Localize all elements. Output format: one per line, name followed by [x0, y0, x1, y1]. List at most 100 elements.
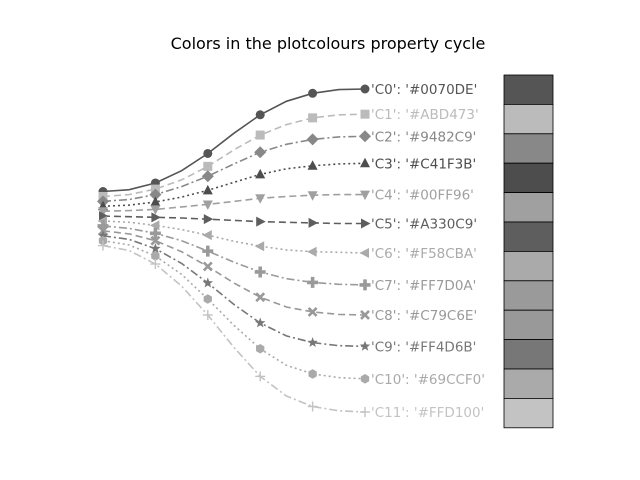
series-3-marker-4 — [202, 184, 213, 195]
series-markers — [97, 84, 371, 417]
series-line-0 — [102, 88, 366, 193]
series-11-marker-4 — [202, 309, 213, 320]
series-5-marker-2 — [151, 212, 161, 223]
series-9-marker-10 — [359, 340, 371, 351]
color-swatch-8 — [503, 309, 554, 341]
series-line-3 — [102, 162, 366, 208]
series-line-8 — [102, 230, 366, 316]
series-7-marker-6 — [254, 266, 266, 278]
series-6-marker-10 — [359, 247, 369, 258]
series-5-marker-8 — [308, 217, 319, 228]
color-swatch-0 — [503, 74, 554, 105]
series-2-marker-8 — [306, 133, 319, 146]
color-swatch-3 — [503, 162, 554, 193]
color-swatch-11 — [503, 397, 554, 429]
series-label-10: 'C10': '#69CCF0' — [371, 372, 485, 388]
series-9-marker-2 — [150, 243, 161, 254]
series-8-marker-4 — [202, 261, 213, 272]
series-10-marker-8 — [308, 369, 317, 379]
series-4-marker-10 — [360, 190, 370, 201]
series-1-marker-8 — [308, 113, 318, 123]
series-5-marker-4 — [203, 214, 214, 225]
series-3-marker-10 — [360, 157, 370, 168]
series-line-11 — [102, 244, 366, 413]
series-line-5 — [102, 215, 365, 225]
color-swatch-9 — [503, 339, 554, 370]
series-label-9: 'C9': '#FF4D6B' — [371, 339, 476, 355]
series-2-marker-10 — [359, 130, 371, 143]
series-5-marker-0 — [99, 211, 109, 222]
color-swatch-5 — [503, 221, 554, 252]
series-10-marker-6 — [256, 343, 265, 354]
series-4-marker-8 — [307, 191, 318, 201]
series-0-marker-10 — [360, 84, 370, 94]
series-11-marker-0 — [98, 240, 108, 251]
series-7-marker-2 — [149, 227, 161, 239]
series-label-3: 'C3': '#C41F3B' — [371, 156, 476, 172]
series-1-marker-10 — [360, 109, 370, 119]
series-10-marker-2 — [151, 251, 160, 261]
series-10-marker-4 — [203, 294, 212, 304]
color-swatch-2 — [503, 133, 554, 164]
series-2-marker-4 — [201, 170, 214, 183]
series-11-marker-8 — [307, 401, 318, 412]
series-label-2: 'C2': '#9482C9' — [371, 129, 476, 145]
series-6-marker-6 — [254, 241, 265, 252]
series-line-7 — [102, 225, 366, 286]
color-swatch-10 — [503, 368, 554, 399]
series-line-2 — [102, 135, 366, 203]
series-2-marker-2 — [149, 188, 162, 201]
series-4-marker-0 — [98, 207, 108, 217]
series-8-marker-2 — [150, 235, 161, 246]
series-labels: 'C0': '#0070DE' 'C1': '#ABD473' 'C2': '#94… — [371, 82, 485, 421]
series-label-5: 'C5': '#A330C9' — [371, 217, 477, 233]
series-7-marker-4 — [202, 245, 214, 257]
color-swatch-7 — [503, 280, 554, 311]
series-label-6: 'C6': '#F58CBA' — [371, 246, 477, 262]
series-9-marker-0 — [97, 230, 109, 241]
series-9-marker-8 — [307, 337, 318, 348]
series-label-8: 'C8': '#C79C6E' — [371, 308, 477, 324]
series-10-marker-10 — [360, 374, 370, 384]
series-4-marker-6 — [255, 194, 266, 204]
series-3-marker-8 — [307, 160, 318, 170]
series-0-marker-4 — [203, 148, 213, 158]
series-3-marker-6 — [255, 168, 266, 179]
series-6-marker-8 — [307, 246, 317, 257]
series-label-7: 'C7': '#FF7D0A' — [371, 278, 476, 294]
series-7-marker-0 — [97, 220, 109, 232]
series-line-6 — [102, 220, 366, 254]
series-5-marker-6 — [256, 216, 266, 227]
series-line-10 — [102, 239, 366, 380]
series-7-marker-8 — [307, 276, 319, 288]
series-lines — [102, 88, 366, 413]
series-8-marker-8 — [307, 306, 318, 317]
series-label-4: 'C4': '#00FF96' — [371, 188, 474, 204]
chart-title: Colors in the plotcolours property cycle — [171, 34, 486, 53]
series-11-marker-2 — [150, 259, 161, 270]
series-6-marker-4 — [202, 230, 212, 241]
color-swatch-4 — [503, 192, 554, 223]
series-1-marker-6 — [255, 130, 265, 140]
series-0-marker-8 — [308, 88, 318, 98]
series-8-marker-10 — [360, 310, 370, 320]
series-line-9 — [102, 235, 366, 348]
series-0-marker-6 — [255, 110, 265, 120]
series-8-marker-6 — [255, 292, 266, 303]
series-label-1: 'C1': '#ABD473' — [371, 107, 479, 123]
series-11-marker-6 — [255, 371, 266, 382]
series-7-marker-10 — [359, 279, 371, 291]
series-1-marker-4 — [203, 161, 213, 171]
series-4-marker-4 — [202, 200, 213, 210]
series-4-marker-2 — [150, 205, 161, 215]
color-swatch-strip — [503, 74, 554, 429]
series-label-0: 'C0': '#0070DE' — [371, 82, 477, 98]
series-label-11: 'C11': '#FFD100' — [371, 405, 484, 421]
series-5-marker-10 — [361, 218, 371, 229]
series-2-marker-6 — [254, 146, 267, 159]
series-11-marker-10 — [360, 407, 370, 417]
series-3-marker-2 — [150, 196, 161, 206]
series-9-marker-6 — [254, 317, 266, 328]
color-swatch-1 — [503, 104, 554, 135]
